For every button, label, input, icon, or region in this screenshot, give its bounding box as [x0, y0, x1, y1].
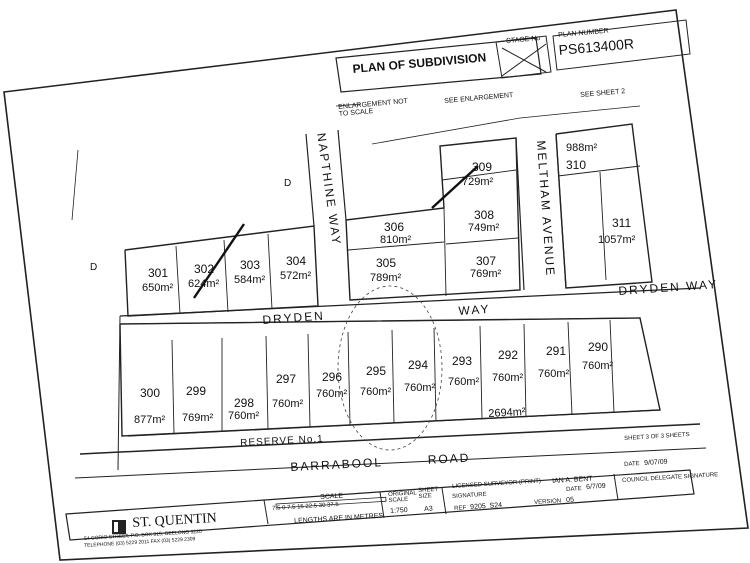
lot-area: 769m²	[182, 412, 214, 424]
lot-number: 290	[588, 340, 609, 354]
lot-area: 749m²	[468, 222, 500, 234]
lot-area: 760m²	[404, 382, 436, 394]
lot-number: 306	[384, 220, 405, 234]
barrabool-road-edge-top	[79, 423, 701, 455]
lot-area: 760m²	[272, 398, 304, 410]
date-label: DATE	[566, 486, 582, 493]
lot-number: 310	[566, 158, 587, 172]
lot-number: 292	[498, 348, 519, 362]
side-label-d-left: D	[90, 262, 98, 273]
lot-number: 299	[186, 384, 207, 398]
upper-left-lots-outline	[124, 225, 319, 317]
meltham-ave-west	[515, 137, 525, 291]
survey-date: 6/7/09	[586, 482, 606, 491]
original-scale: 1:750	[390, 506, 408, 515]
napthine-way-west	[305, 133, 315, 227]
lot-area: 988m²	[566, 142, 598, 154]
lot-number: 291	[546, 344, 567, 358]
lot-area: 810m²	[380, 234, 412, 246]
lot-number: 303	[240, 258, 261, 272]
barrabool-road-edge-bottom	[74, 447, 707, 479]
lot-area: 624m²	[188, 278, 220, 290]
lot-number: 294	[408, 358, 429, 372]
lot-area: 760m²	[316, 388, 348, 400]
lot-area: 572m²	[280, 270, 312, 282]
lot-area: 760m²	[582, 360, 614, 372]
lot-number: 302	[194, 262, 215, 276]
lot-number: 298	[234, 396, 255, 410]
scale-label: SCALE	[320, 492, 344, 501]
lot-area: 760m²	[448, 376, 480, 388]
napthine-way-east	[337, 129, 347, 221]
lot-number: 296	[322, 370, 343, 384]
lot-area: 769m²	[470, 268, 502, 280]
lot-area: 789m²	[370, 272, 402, 284]
version-number: 05	[566, 496, 575, 504]
lot-area: 877m²	[134, 414, 166, 426]
right-lots-outline	[555, 123, 653, 289]
footer-box	[65, 469, 695, 541]
plan-number-box	[552, 19, 691, 71]
lot-number: 301	[148, 266, 169, 280]
lot-number: 293	[452, 354, 473, 368]
sheet-border	[3, 9, 749, 561]
lot-area: 760m²	[538, 368, 570, 380]
lot-area: 650m²	[142, 282, 174, 294]
lot-number: 307	[476, 254, 497, 268]
lot-number: 297	[276, 372, 297, 386]
lot-area: 760m²	[228, 410, 260, 422]
lot-number: 305	[376, 256, 397, 270]
lot-number: 295	[366, 364, 387, 378]
lot-area: 584m²	[234, 274, 266, 286]
ref-label: REF	[454, 505, 467, 512]
sheet-size: A3	[424, 505, 433, 513]
side-label-d-upper: D	[284, 178, 292, 189]
header-box	[335, 37, 542, 93]
reserve-area: 2694m²	[488, 406, 526, 420]
lot-area: 760m²	[360, 386, 392, 398]
lot-area: 1057m²	[598, 234, 636, 246]
council-date-label: DATE	[624, 461, 640, 468]
dryden-way-edge-bottom	[119, 317, 641, 325]
street-dryden-mid: WAY	[458, 301, 491, 318]
lot-number: 311	[612, 216, 632, 230]
lot-number: 304	[286, 254, 307, 268]
council-date: 9/07/09	[644, 458, 668, 467]
lot-number: 300	[140, 386, 161, 400]
lot-area: 729m²	[462, 176, 494, 188]
lot-area: 760m²	[492, 372, 524, 384]
lot-number: 308	[474, 208, 495, 222]
lot-number: 309	[472, 160, 493, 174]
stage-box	[495, 35, 552, 79]
sheet-size-label: SHEET SIZE	[418, 486, 439, 500]
